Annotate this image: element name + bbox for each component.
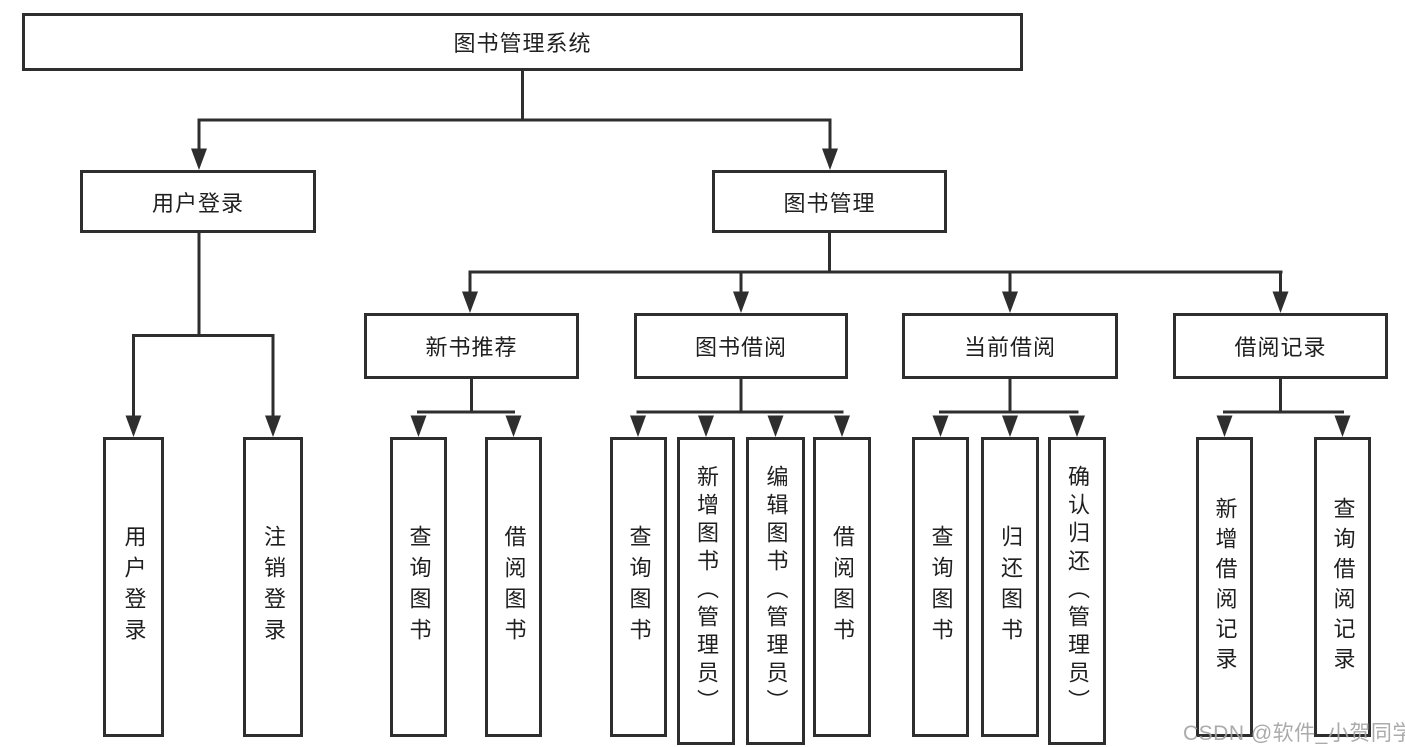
leaf-confirm-return-admin: 确认归还（管理员） [1048, 437, 1106, 745]
arrowhead [834, 415, 850, 437]
leaf-borrow-books-1: 借阅图书 [485, 437, 542, 737]
arrowhead [1002, 415, 1018, 437]
node-label: 编辑图书（管理员） [763, 465, 789, 717]
arrowhead [822, 148, 838, 170]
node-label: 用户登录 [121, 525, 147, 649]
node-label: 用户登录 [151, 190, 244, 216]
node-label: 确认归还（管理员） [1065, 465, 1090, 717]
csdn-watermark: CSDN @软件_小贺同学 [1183, 722, 1405, 745]
node-root-library-management-system: 图书管理系统 [22, 13, 1023, 71]
arrowhead [733, 291, 749, 313]
leaf-query-books-3: 查询图书 [912, 437, 969, 737]
node-label: 借阅图书 [830, 525, 855, 649]
arrowhead [1334, 415, 1351, 437]
node-label: 新增借阅记录 [1212, 497, 1238, 677]
leaf-user-login: 用户登录 [103, 437, 164, 737]
arrowhead [265, 415, 281, 437]
node-label: 查询图书 [406, 525, 432, 649]
connector-arrowheads [125, 148, 1351, 437]
leaf-logout: 注销登录 [243, 437, 303, 737]
node-user-login-branch: 用户登录 [80, 170, 316, 233]
node-current-borrowing: 当前借阅 [902, 313, 1118, 379]
node-label: 借阅记录 [1234, 335, 1327, 360]
arrowhead [125, 415, 142, 437]
arrowhead [1002, 291, 1018, 313]
node-label: 归还图书 [998, 525, 1023, 649]
leaf-query-books-2: 查询图书 [610, 437, 667, 737]
leaf-add-borrow-record: 新增借阅记录 [1196, 437, 1253, 737]
arrowhead [191, 148, 207, 170]
node-label: 新增图书（管理员） [694, 465, 719, 717]
arrowhead [410, 415, 427, 437]
leaf-edit-books-admin: 编辑图书（管理员） [746, 437, 805, 745]
node-label: 查询图书 [928, 525, 954, 649]
arrowhead [462, 291, 478, 313]
node-book-management-branch: 图书管理 [712, 170, 947, 233]
leaf-return-books: 归还图书 [981, 437, 1039, 737]
node-label: 查询图书 [626, 525, 652, 649]
arrowhead [767, 415, 784, 437]
node-borrowing-records: 借阅记录 [1173, 313, 1388, 379]
leaf-borrow-books-2: 借阅图书 [813, 437, 871, 737]
leaf-query-books-1: 查询图书 [390, 437, 447, 737]
node-label: 图书借阅 [694, 335, 787, 360]
node-book-borrowing: 图书借阅 [634, 313, 848, 379]
node-label: 当前借阅 [963, 335, 1056, 360]
node-label: 图书管理 [783, 190, 876, 216]
leaf-add-books-admin: 新增图书（管理员） [677, 437, 735, 745]
leaf-query-borrow-record: 查询借阅记录 [1314, 437, 1371, 737]
arrowhead [505, 415, 522, 437]
arrowhead [698, 415, 714, 437]
node-new-book-recommendation: 新书推荐 [364, 313, 579, 379]
node-label: 图书管理系统 [453, 31, 592, 56]
arrowhead [1272, 291, 1289, 313]
arrowhead [932, 415, 949, 437]
node-label: 查询借阅记录 [1330, 497, 1356, 677]
node-label: 借阅图书 [501, 525, 527, 649]
arrowhead [630, 415, 646, 437]
arrowhead [1069, 415, 1085, 437]
node-label: 新书推荐 [425, 335, 518, 360]
node-label: 注销登录 [261, 525, 286, 649]
arrowhead [1216, 415, 1233, 437]
